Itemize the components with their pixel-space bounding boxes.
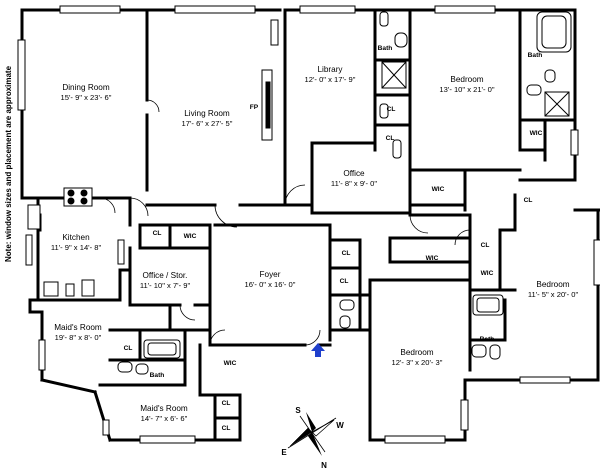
office-stor-name: Office / Stor. — [143, 271, 188, 280]
compass-south: S — [295, 406, 301, 415]
approximate-note: Note: window sizes and placement are app… — [4, 65, 13, 262]
wic-label-bedroom-e: WIC — [481, 270, 494, 277]
wic-label-bedroom-s: WIC — [426, 255, 439, 262]
living-room-dims: 17'- 6" x 27'- 5" — [182, 119, 233, 128]
cl-label-foyer-2: CL — [340, 278, 349, 285]
wic-label-office-stor: WIC — [184, 233, 197, 240]
maids-room-1-name: Maid's Room — [54, 323, 102, 332]
compass-east: E — [281, 448, 287, 457]
office-stor-dims: 11'- 10" x 7'- 9" — [140, 281, 191, 290]
cl-label-maids-1: CL — [124, 345, 133, 352]
bedroom-ne-dims: 13'- 10" x 21'- 0" — [439, 85, 494, 94]
bedroom-s-name: Bedroom — [400, 348, 433, 357]
windows — [17, 5, 600, 444]
compass-north: N — [321, 461, 327, 470]
foyer-name: Foyer — [260, 270, 281, 279]
cl-label-library: CL — [387, 106, 396, 113]
maids-room-2-name: Maid's Room — [140, 404, 188, 413]
kitchen-name: Kitchen — [62, 233, 90, 242]
dining-room-name: Dining Room — [62, 83, 110, 92]
bedroom-e-name: Bedroom — [536, 280, 569, 289]
library-dims: 12'- 0" x 17'- 9" — [305, 75, 356, 84]
bedroom-ne-name: Bedroom — [450, 75, 483, 84]
compass-west: W — [336, 421, 344, 430]
bedroom-s-dims: 12'- 3" x 20'- 3" — [392, 358, 443, 367]
cl-label-office-stor: CL — [153, 230, 162, 237]
cl-label-maids-2b: CL — [222, 425, 231, 432]
cl-label-bedroom-e: CL — [481, 242, 490, 249]
bath-label-bedroom-e: Bath — [480, 336, 495, 343]
cl-label-maids-2a: CL — [222, 400, 231, 407]
bedroom-e-dims: 11'- 5" x 20'- 0" — [528, 290, 579, 299]
bath-label-library: Bath — [378, 45, 393, 52]
living-room-name: Living Room — [184, 109, 230, 118]
door-swings — [99, 99, 471, 346]
fireplace-label: FP — [250, 104, 259, 111]
compass-icon — [287, 412, 337, 456]
wic-label-corridor: WIC — [432, 186, 445, 193]
fixtures — [27, 11, 572, 375]
maids-room-2-dims: 14'- 7" x 6'- 6" — [141, 414, 188, 423]
wic-label-maids: WIC — [224, 360, 237, 367]
foyer-dims: 16'- 0" x 16'- 0" — [245, 280, 296, 289]
maids-room-1-dims: 19'- 8" x 8'- 0" — [55, 333, 102, 342]
library-name: Library — [317, 65, 343, 74]
dining-room-dims: 15'- 9" x 23'- 6" — [61, 93, 112, 102]
bath-label-maids: Bath — [150, 372, 165, 379]
office-name: Office — [343, 169, 365, 178]
office-dims: 11'- 8" x 9'- 0" — [331, 179, 377, 188]
kitchen-dims: 11'- 9" x 14'- 8" — [51, 243, 102, 252]
bath-label-bedroom-ne: Bath — [528, 52, 543, 59]
wic-label-bedroom-ne: WIC — [530, 130, 543, 137]
cl-label-bedroom-ne: CL — [524, 197, 533, 204]
entry-arrow-icon — [311, 343, 325, 357]
cl-label-office: CL — [386, 135, 395, 142]
cl-label-foyer-1: CL — [342, 250, 351, 257]
